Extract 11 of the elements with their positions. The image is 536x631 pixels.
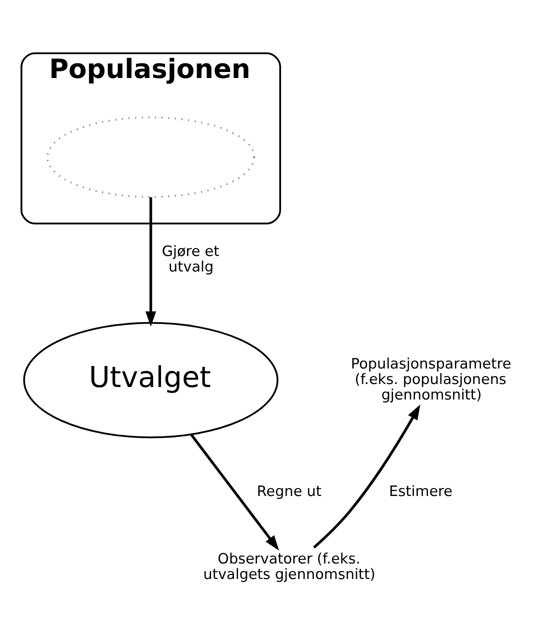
arrow	[313, 404, 420, 548]
node-text: Populasjonsparametre (f.eks. populasjonens gjennomsnitt)	[350, 356, 512, 403]
arrow	[190, 433, 280, 550]
edge-label: Estimere	[389, 484, 452, 500]
cluster: Populasjonen	[20, 52, 282, 224]
arrow	[145, 196, 156, 326]
edge-label: Gjøre et utvalg	[162, 244, 220, 276]
node-text: Observatorer (f.eks. utvalgets gjennomsnitt)	[203, 551, 376, 583]
node-cloud	[46, 116, 256, 198]
node-ellipse: Utvalget	[23, 322, 278, 438]
edge-label: Regne ut	[256, 484, 322, 500]
